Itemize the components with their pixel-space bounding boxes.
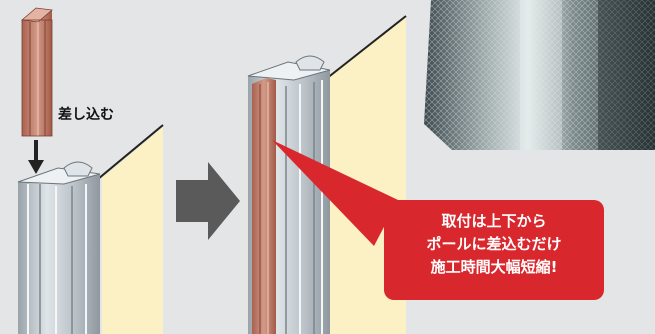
left-aluminum-pole	[17, 161, 101, 334]
insert-down-arrow-icon	[28, 140, 44, 174]
left-wall-edge	[91, 124, 164, 185]
step-right-arrow-icon	[176, 162, 240, 240]
callout-pointer	[272, 140, 398, 246]
insert-instruction-label: 差し込む	[58, 107, 114, 123]
callout-line-1: 取付は上下から	[441, 212, 547, 230]
callout-line-2: ポールに差込むだけ	[426, 235, 562, 253]
callout-box	[384, 200, 604, 300]
installed-strip	[252, 78, 276, 334]
callout-text: 取付は上下から ポールに差込むだけ 施工時間大幅短縮!	[388, 210, 600, 279]
pole-photo-inset	[424, 0, 655, 150]
left-wall-panel	[102, 127, 163, 334]
insert-strip	[21, 7, 53, 137]
callout-line-3: 施工時間大幅短縮!	[430, 258, 558, 276]
